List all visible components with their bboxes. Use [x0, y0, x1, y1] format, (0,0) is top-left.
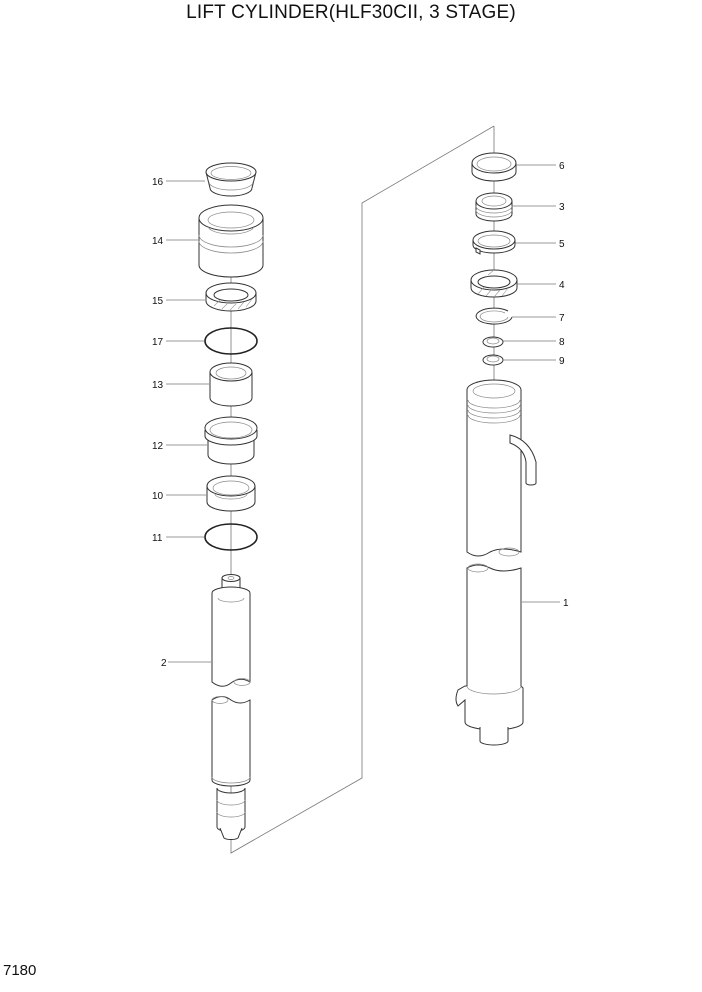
callout-15: 15: [152, 296, 164, 307]
callout-14: 14: [152, 236, 164, 247]
callout-12: 12: [152, 441, 164, 452]
callout-3: 3: [559, 202, 565, 213]
callout-8: 8: [559, 337, 565, 348]
callout-4: 4: [559, 280, 565, 291]
part-3-piston[interactable]: [475, 192, 513, 222]
part-14-cylinder-head[interactable]: [198, 204, 264, 278]
part-11-o-ring[interactable]: [204, 523, 258, 551]
diagram-title: LIFT CYLINDER(HLF30CII, 3 STAGE): [186, 2, 516, 23]
assembly-connector-line: [230, 125, 495, 854]
part-9-small-ring[interactable]: [482, 354, 504, 366]
part-1-cylinder-tube[interactable]: [455, 379, 537, 746]
part-16-wiper-ring[interactable]: [205, 162, 257, 197]
callout-6: 6: [559, 161, 565, 172]
callout-9: 9: [559, 356, 565, 367]
callout-11: 11: [152, 533, 163, 544]
part-17-o-ring[interactable]: [204, 327, 258, 355]
part-8-small-ring[interactable]: [482, 336, 504, 348]
part-7-snap-ring[interactable]: [475, 307, 513, 325]
part-13-bushing[interactable]: [209, 362, 253, 407]
callout-10: 10: [152, 491, 164, 502]
part-2-piston-rod[interactable]: [211, 574, 251, 841]
page-code: 7180: [3, 962, 37, 979]
callout-1: 1: [563, 598, 569, 609]
part-5-split-ring[interactable]: [472, 230, 516, 255]
callout-5: 5: [559, 239, 565, 250]
part-12-flanged-bushing[interactable]: [204, 416, 258, 465]
part-15-rod-seal[interactable]: [205, 282, 257, 312]
callout-16: 16: [152, 177, 164, 188]
part-10-piston-ring[interactable]: [206, 475, 256, 512]
callout-13: 13: [152, 380, 164, 391]
part-4-seal[interactable]: [470, 269, 518, 298]
callout-7: 7: [559, 313, 565, 324]
part-6-wiper-ring[interactable]: [471, 152, 517, 182]
callout-17: 17: [152, 337, 164, 348]
callout-2: 2: [161, 658, 167, 669]
